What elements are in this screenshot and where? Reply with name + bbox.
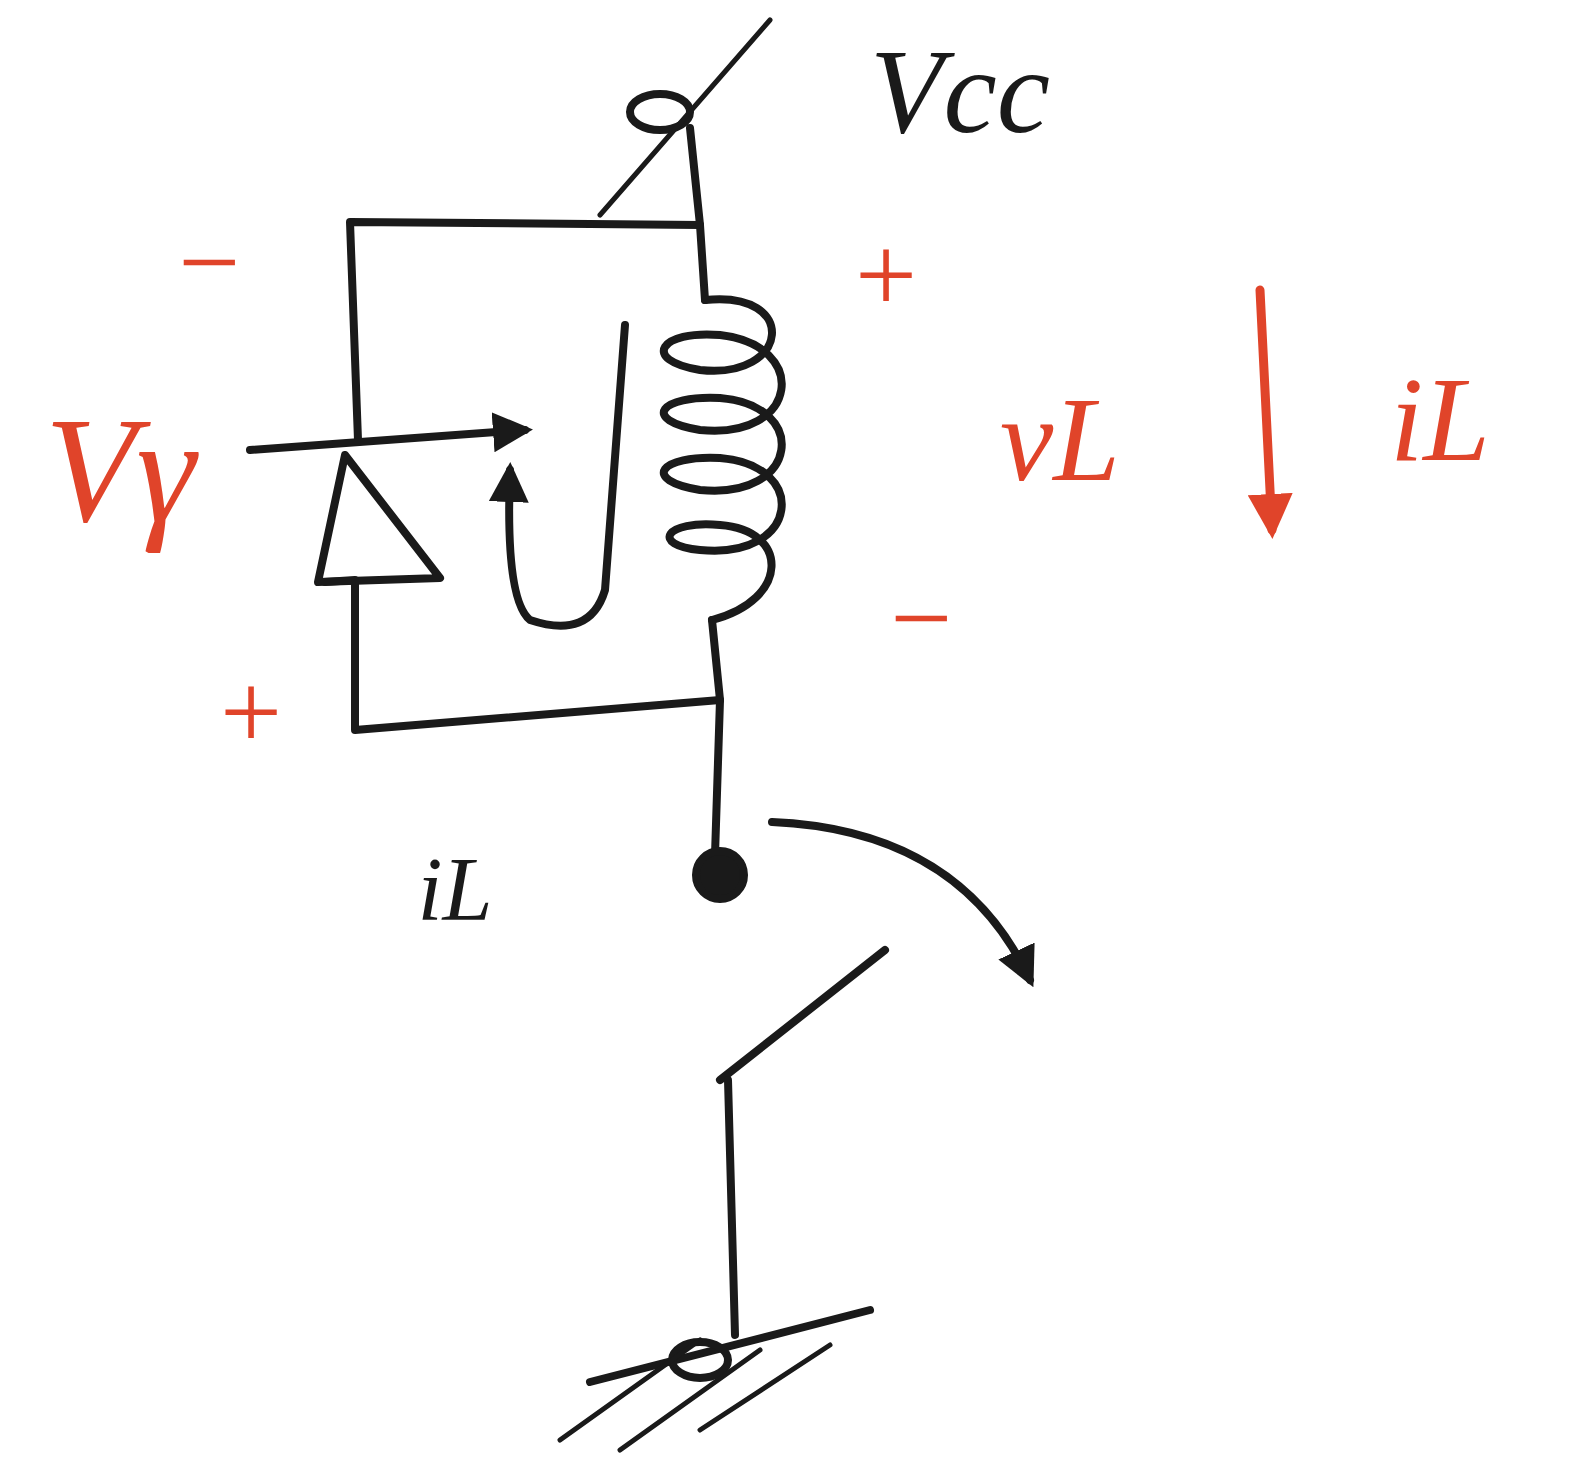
current-label: iL: [1390, 360, 1490, 480]
wire: [728, 1080, 735, 1335]
diode-voltage: Vγ: [45, 395, 196, 545]
wire: [712, 620, 720, 855]
polarity-sign: +: [213, 657, 287, 767]
terminal-stroke: [600, 20, 770, 215]
inductor-voltage: vL: [1000, 380, 1120, 500]
wire: [690, 128, 705, 300]
current-label: iL: [417, 845, 492, 935]
supply-label: Vcc: [870, 32, 1050, 152]
inductor-coil: [664, 299, 782, 620]
current-arrow: [1260, 290, 1272, 530]
switch-terminal: [696, 851, 744, 899]
polarity-sign: +: [848, 220, 922, 330]
polarity-sign: −: [883, 563, 957, 673]
wire: [325, 580, 720, 730]
switch-blade: [720, 950, 885, 1080]
diode-bar: [250, 430, 525, 450]
diode-symbol: [318, 455, 440, 582]
loop-arrow: [509, 325, 625, 626]
polarity-sign: −: [171, 207, 245, 317]
ground-hatch: [560, 1340, 830, 1450]
ground-node: [672, 1342, 728, 1378]
wire: [350, 222, 700, 440]
switch-arrow: [772, 822, 1030, 980]
